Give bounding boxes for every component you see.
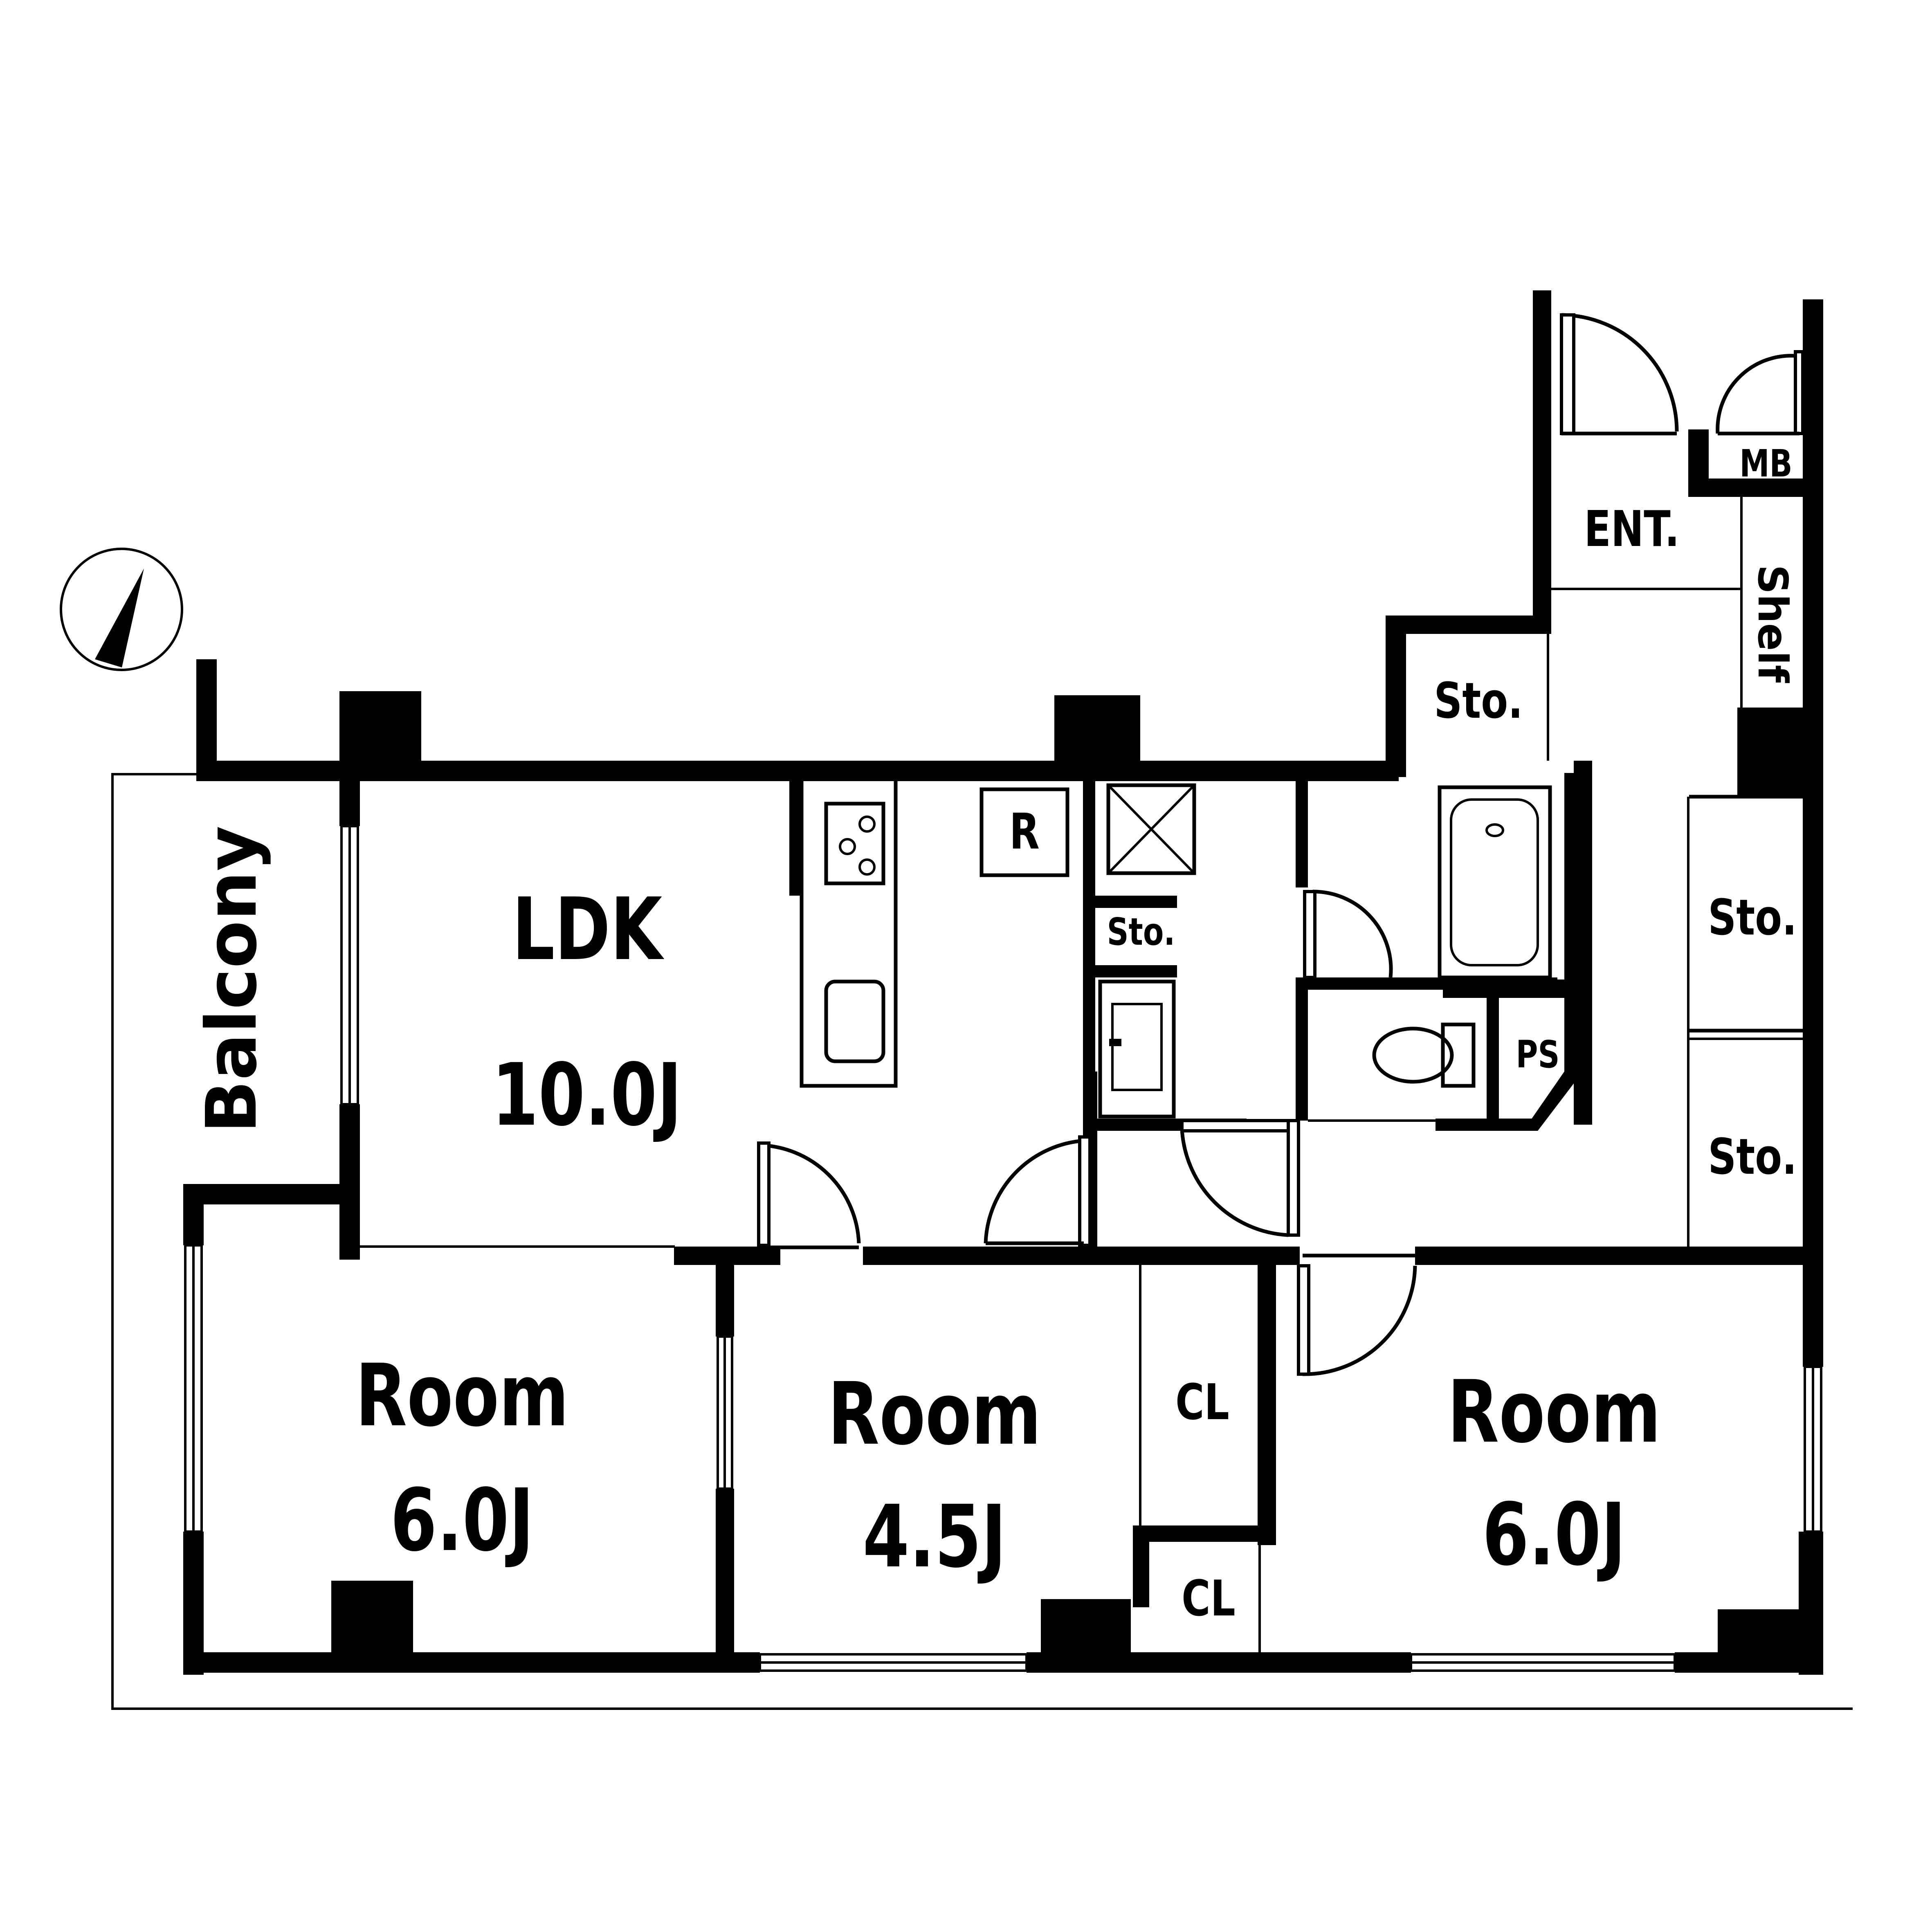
- thin-lines: [360, 497, 1804, 1652]
- windows: [184, 825, 1822, 1672]
- bathtub-icon: [1438, 785, 1552, 979]
- meter-box-label: MB: [1739, 442, 1792, 485]
- closet-upper-label: CL: [1175, 1373, 1229, 1431]
- room-west-area: 6.0J: [390, 1471, 534, 1570]
- north-arrow-icon: [60, 548, 183, 671]
- washer-pan-icon: [1106, 783, 1196, 875]
- room-west-name: Room: [355, 1346, 569, 1446]
- refrigerator-label: R: [1009, 803, 1040, 860]
- sink-icon: [824, 979, 885, 1063]
- storage-entrance-label: Sto.: [1434, 672, 1523, 729]
- storage-hall-lower-label: Sto.: [1708, 1128, 1797, 1185]
- toilet-icon: [1372, 1022, 1476, 1088]
- refrigerator: R: [979, 787, 1069, 877]
- doors: [757, 313, 1804, 1376]
- walls: [183, 290, 1823, 1675]
- storage-hall-upper-label: Sto.: [1708, 889, 1797, 946]
- room-middle-name: Room: [828, 1364, 1041, 1464]
- stove-icon: [824, 802, 885, 885]
- balcony-label: Balcony: [191, 826, 272, 1133]
- ldk-area: 10.0J: [492, 1045, 682, 1145]
- room-middle-area: 4.5J: [863, 1487, 1006, 1587]
- pipe-space-label: PS: [1516, 1033, 1560, 1076]
- kitchen-counter: [800, 777, 898, 1088]
- ldk-name: LDK: [512, 880, 665, 979]
- entrance-label: ENT.: [1584, 500, 1679, 557]
- storage-laundry-label: Sto.: [1107, 910, 1175, 954]
- room-east-area: 6.0J: [1482, 1485, 1626, 1585]
- room-labels: LDK 10.0J Room 6.0J Room 4.5J Room 6.0J …: [191, 442, 1797, 1627]
- balcony-outline: [111, 773, 1853, 1710]
- room-east-name: Room: [1447, 1362, 1661, 1462]
- closet-lower-label: CL: [1182, 1570, 1236, 1627]
- washbasin-icon: [1098, 979, 1176, 1119]
- shelf-label: Shelf: [1749, 565, 1797, 683]
